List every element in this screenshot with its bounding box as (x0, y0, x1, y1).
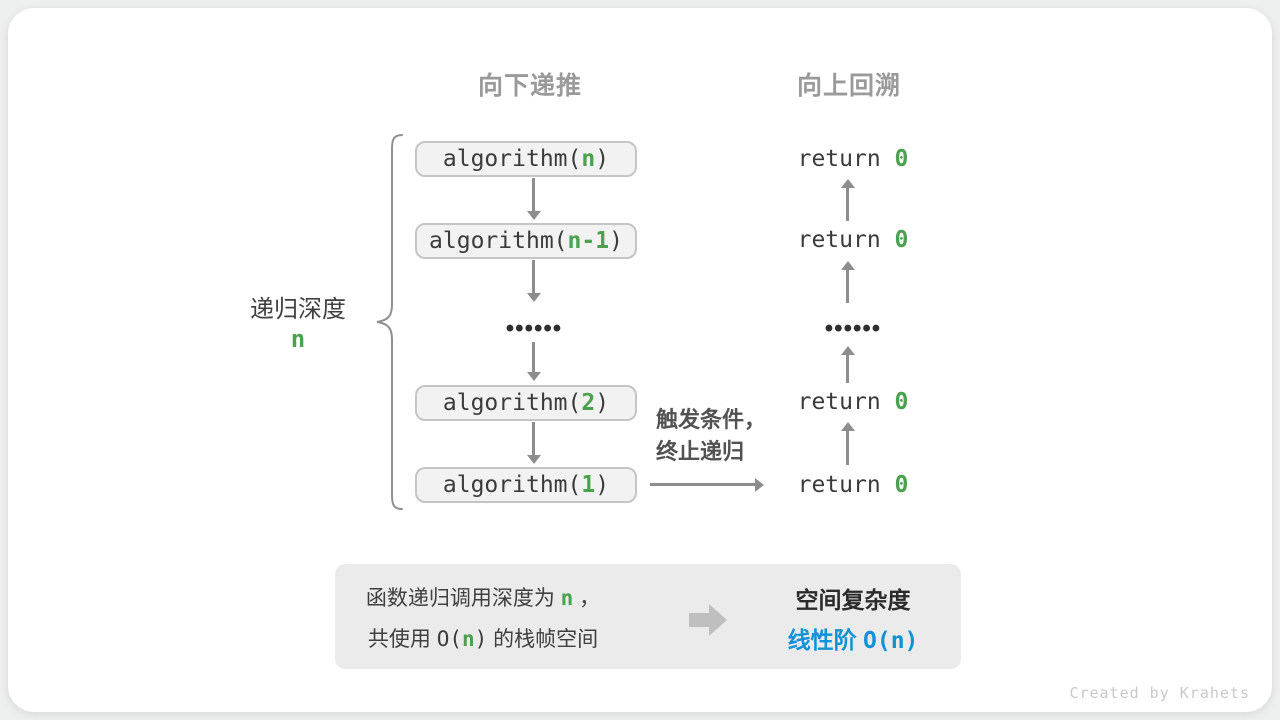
return-value: 0 (894, 146, 909, 172)
big-o-open: O( (436, 627, 462, 651)
return-keyword: return (797, 389, 895, 415)
summary-var-n: n (461, 627, 475, 651)
arrow-up-icon (840, 422, 855, 465)
arrow-down-icon (526, 342, 541, 381)
arrow-down-icon (526, 178, 541, 220)
watermark-credit: Created by Krahets (1069, 684, 1250, 702)
arrow-up-icon (840, 346, 855, 383)
recursion-depth-label: 递归深度 (250, 296, 346, 323)
code-text: ) (595, 145, 610, 172)
annotation-line-2: 终止递归 (656, 439, 745, 464)
summary-text: 共使用 (367, 628, 437, 651)
call-box-algorithm-n-1: algorithm(n-1) (415, 223, 637, 259)
return-keyword: return (797, 472, 895, 498)
big-o-close: ) (474, 627, 488, 651)
arrow-up-icon (840, 261, 855, 303)
result-zh: 线性阶 (787, 627, 863, 653)
code-text: ) (595, 389, 610, 416)
recursion-depth-brace (376, 134, 403, 510)
call-box-algorithm-n: algorithm(n) (415, 141, 637, 177)
code-text: algorithm( (442, 471, 582, 498)
summary-text: ， (573, 587, 601, 610)
annotation-line-1: 触发条件， (656, 407, 767, 432)
summary-panel (335, 564, 961, 669)
summary-line-1: 函数递归调用深度为 n ， (338, 578, 628, 619)
code-arg: 1 (581, 471, 596, 498)
arrow-down-icon (526, 422, 541, 464)
arrow-right-icon (650, 477, 764, 492)
code-text: ) (609, 227, 623, 254)
heading-downward-recursion: 向下递推 (477, 72, 582, 100)
termination-annotation: 触发条件， 终止递归 (656, 404, 816, 468)
summary-text: 的栈帧空间 (487, 628, 599, 651)
code-text: algorithm( (442, 145, 582, 172)
return-keyword: return (797, 146, 895, 172)
return-row: return 0 (743, 387, 963, 416)
arrow-up-icon (840, 179, 855, 221)
code-text: algorithm( (429, 227, 568, 254)
code-arg: n (581, 145, 596, 172)
code-arg: 2 (581, 389, 596, 416)
code-text: algorithm( (442, 389, 582, 416)
diagram-card: 向下递推 向上回溯 递归深度 n algorithm(n) algorithm(… (8, 8, 1272, 712)
summary-right-text: 空间复杂度 线性阶 O(n) (733, 580, 973, 661)
summary-line-2: 共使用 O(n) 的栈帧空间 (338, 619, 628, 660)
return-row: return 0 (743, 225, 963, 254)
summary-left-text: 函数递归调用深度为 n ， 共使用 O(n) 的栈帧空间 (338, 578, 628, 660)
code-text: ) (595, 471, 610, 498)
arrow-down-icon (526, 260, 541, 302)
summary-var-n: n (560, 586, 574, 610)
recursion-depth-value: n (290, 325, 306, 353)
return-value: 0 (894, 389, 909, 415)
return-value: 0 (894, 472, 909, 498)
ellipsis-upward: •••••• (824, 315, 882, 342)
ellipsis-downward: •••••• (505, 315, 563, 342)
implies-arrow-icon (689, 604, 727, 636)
space-complexity-result: 线性阶 O(n) (733, 620, 973, 661)
summary-text: 函数递归调用深度为 (365, 587, 561, 610)
code-arg: n-1 (567, 227, 610, 254)
return-row: return 0 (743, 144, 963, 173)
return-value: 0 (894, 227, 909, 253)
call-box-algorithm-1: algorithm(1) (415, 467, 637, 503)
call-box-algorithm-2: algorithm(2) (415, 385, 637, 421)
heading-upward-backtracking: 向上回溯 (796, 72, 901, 100)
return-row: return 0 (743, 470, 963, 499)
space-complexity-title: 空间复杂度 (795, 587, 911, 613)
return-keyword: return (797, 227, 895, 253)
result-big-o: O(n) (863, 628, 919, 654)
